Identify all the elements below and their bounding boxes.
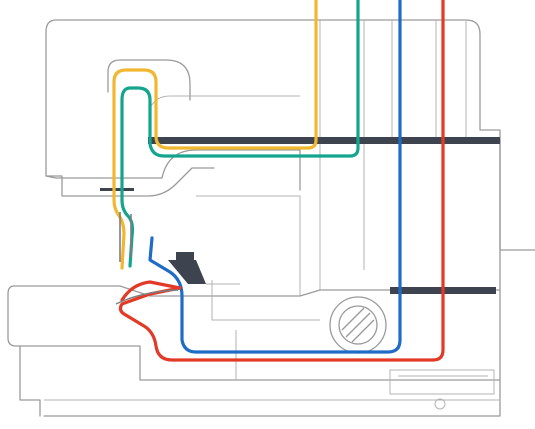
looper-icon [115, 289, 179, 305]
tension-panel [196, 195, 301, 296]
storage-tray [389, 369, 495, 395]
head-contour-2 [45, 167, 215, 197]
guide-window-inner [149, 95, 300, 109]
looper-recess [211, 280, 320, 321]
base [19, 345, 41, 417]
left-needle-thread [148, 0, 402, 354]
upper-looper-thread [112, 0, 318, 270]
machine-body [7, 19, 535, 417]
bed-plate [13, 285, 501, 297]
guide-window [107, 59, 191, 101]
presser-foot-icon [168, 252, 240, 285]
handwheel-icon [329, 296, 387, 354]
right-needle-thread [118, 0, 445, 362]
front-cover [7, 285, 501, 381]
lower-looper-thread [120, 0, 360, 268]
right-body [43, 139, 501, 417]
upper-guide-bar [148, 137, 500, 144]
needle-icon [119, 212, 132, 262]
head-face-outline [45, 19, 101, 179]
needle-clamp-bar [100, 188, 134, 191]
foot-pad [434, 398, 446, 410]
machine-arm-outline [55, 19, 535, 251]
